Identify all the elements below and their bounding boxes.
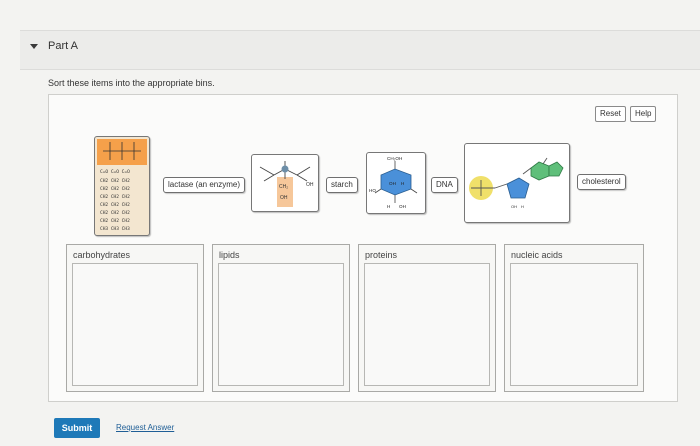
glucose-tile[interactable]: CH₂OH OH H HO H OH [366, 152, 426, 214]
glucose-ring-oh-label: OH [389, 181, 396, 186]
bin-proteins[interactable]: proteins [358, 244, 496, 392]
amino-group-label: CH₂ [279, 184, 288, 190]
submit-button[interactable]: Submit [54, 418, 100, 438]
help-button[interactable]: Help [630, 106, 657, 122]
svg-text:CH2 CH2 CH2: CH2 CH2 CH2 [100, 186, 130, 192]
drop-zone-nucleic-acids[interactable] [510, 263, 638, 386]
instructions-text: Sort these items into the appropriate bi… [48, 78, 215, 88]
drop-zone-proteins[interactable] [364, 263, 490, 386]
bin-label-lipids: lipids [219, 250, 240, 260]
nucleotide-tile[interactable]: OH H [464, 143, 570, 223]
bin-label-proteins: proteins [365, 250, 398, 260]
glucose-ring-h-label: H [401, 181, 404, 186]
part-title: Part A [48, 40, 78, 52]
triglyceride-structure-image: C=O C=O C=O CH2 CH2 CH2 CH2 CH2 CH2 CH2 … [97, 139, 147, 232]
glucose-structure-image: CH₂OH OH H HO H OH [369, 156, 418, 209]
drop-zone-lipids[interactable] [218, 263, 344, 386]
svg-text:CH3 CH3 CH3: CH3 CH3 CH3 [100, 226, 130, 232]
reset-button[interactable]: Reset [595, 106, 626, 122]
svg-text:CH2 CH2 CH2: CH2 CH2 CH2 [100, 178, 130, 184]
amino-acid-tile[interactable]: CH₂ OH OH [251, 154, 319, 212]
dna-item[interactable]: DNA [431, 177, 458, 193]
cholesterol-item[interactable]: cholesterol [577, 174, 626, 190]
svg-text:OH: OH [511, 204, 517, 209]
glucose-top-label: CH₂OH [387, 156, 402, 161]
collapse-caret-icon[interactable] [30, 44, 38, 49]
svg-text:C=O C=O C=O: C=O C=O C=O [100, 169, 130, 175]
svg-text:CH2 CH2 CH2: CH2 CH2 CH2 [100, 194, 130, 200]
amino-acid-structure-image: CH₂ OH OH [259, 161, 314, 207]
request-answer-link[interactable]: Request Answer [116, 423, 175, 432]
glucose-ho-label: HO [369, 188, 376, 193]
nucleotide-structure-image: OH H [469, 157, 564, 209]
amino-oh-label: OH [280, 195, 288, 201]
lactase-item[interactable]: lactase (an enzyme) [163, 177, 246, 193]
svg-text:CH2 CH2 CH2: CH2 CH2 CH2 [100, 210, 130, 216]
svg-text:H: H [521, 204, 524, 209]
bin-carbohydrates[interactable]: carbohydrates [66, 244, 204, 392]
svg-text:CH2 CH2 CH2: CH2 CH2 CH2 [100, 202, 130, 208]
bin-label-carbohydrates: carbohydrates [73, 250, 131, 260]
glucose-bottom-h-label: H [387, 204, 390, 209]
bin-label-nucleic-acids: nucleic acids [511, 250, 563, 260]
part-header[interactable] [20, 30, 700, 70]
drop-zone-carbohydrates[interactable] [72, 263, 198, 386]
bin-nucleic-acids[interactable]: nucleic acids [504, 244, 644, 392]
bin-lipids[interactable]: lipids [212, 244, 350, 392]
starch-item[interactable]: starch [326, 177, 358, 193]
triglyceride-tile[interactable]: C=O C=O C=O CH2 CH2 CH2 CH2 CH2 CH2 CH2 … [94, 136, 150, 236]
amino-terminal-oh-label: OH [306, 182, 314, 188]
glucose-bottom-oh-label: OH [399, 204, 406, 209]
svg-text:CH2 CH2 CH2: CH2 CH2 CH2 [100, 218, 130, 224]
